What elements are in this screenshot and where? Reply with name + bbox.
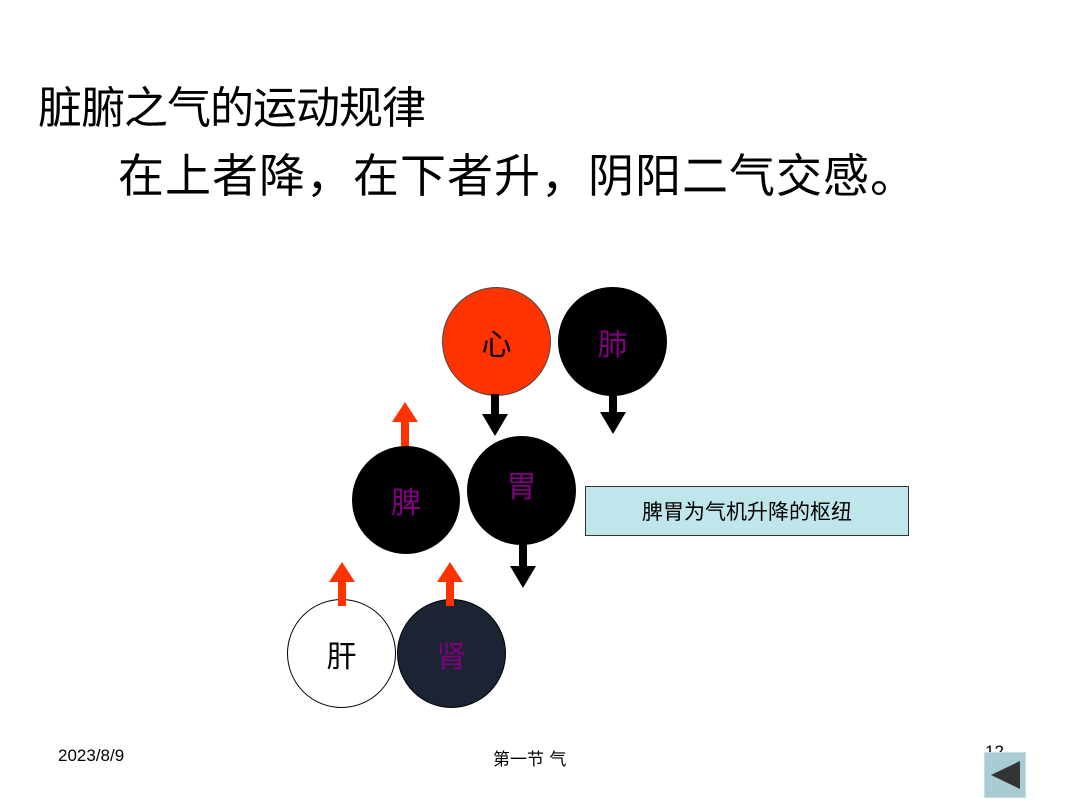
organ-liver: 肝	[287, 599, 396, 708]
down-arrow-stomach	[510, 544, 536, 588]
organ-spleen: 脾	[352, 446, 460, 554]
organ-spleen-label: 脾	[391, 486, 421, 521]
organ-kidney: 肾	[397, 599, 506, 708]
organ-stomach: 胃	[467, 436, 576, 545]
slide-title: 脏腑之气的运动规律	[38, 83, 426, 134]
slide-subtitle: 在上者降，在下者升，阴阳二气交感。	[118, 149, 917, 203]
note-box: 脾胃为气机升降的枢纽	[585, 486, 909, 536]
note-text: 脾胃为气机升降的枢纽	[642, 500, 852, 524]
up-arrow-liver	[329, 562, 355, 606]
organ-kidney-label: 肾	[436, 639, 467, 675]
organ-lung: 肺	[558, 287, 667, 396]
organ-liver-label: 肝	[326, 639, 357, 675]
organ-heart: 心	[442, 287, 551, 396]
footer-date: 2023/8/9	[58, 746, 125, 765]
organ-stomach-label: 胃	[506, 469, 537, 505]
down-arrow-lung	[600, 392, 626, 434]
triangle-left-icon	[991, 761, 1020, 789]
nav-back-button[interactable]	[984, 752, 1026, 798]
up-arrow-spleen	[392, 402, 418, 446]
up-arrow-kidney	[437, 562, 463, 606]
organ-lung-label: 肺	[597, 327, 628, 363]
footer-section: 第一节 气	[493, 750, 567, 770]
down-arrow-heart	[482, 394, 508, 436]
organ-heart-label: 心	[481, 327, 512, 363]
